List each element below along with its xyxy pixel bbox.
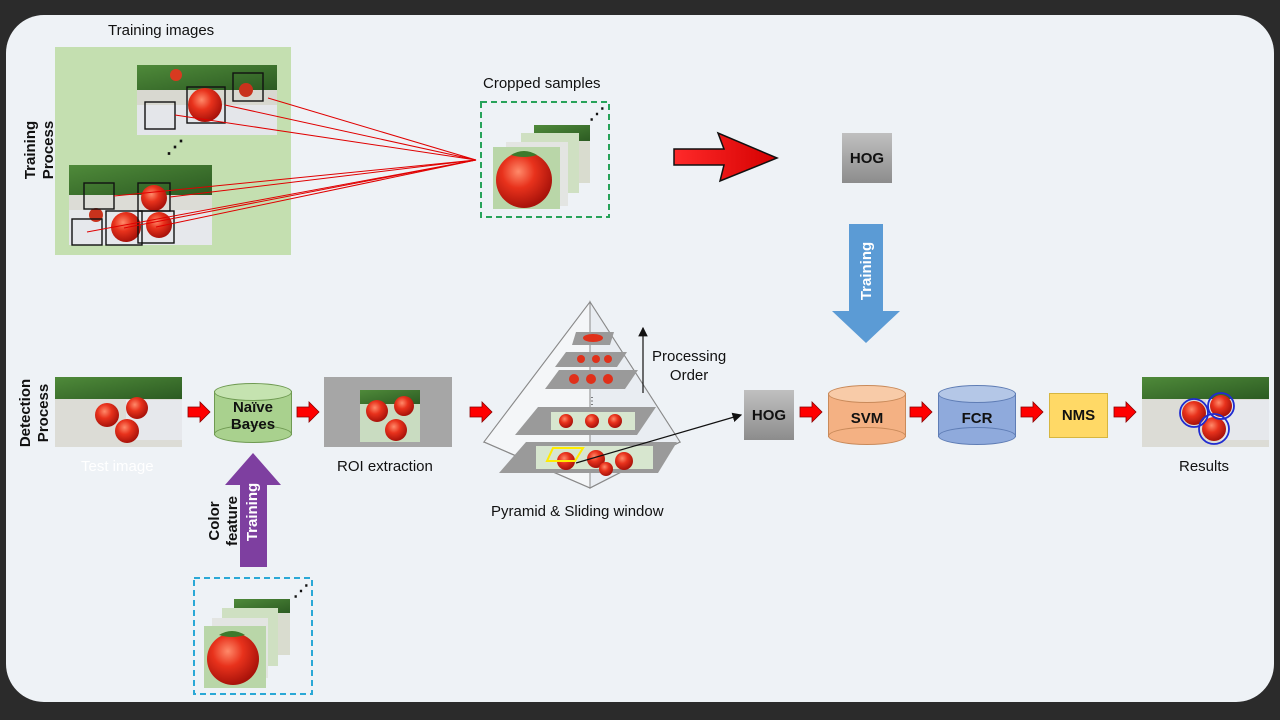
color-samples-box <box>193 577 313 695</box>
training-photo-1 <box>137 65 277 135</box>
fcr-cylinder: FCR <box>938 385 1016 445</box>
svm-cylinder: SVM <box>828 385 906 445</box>
training-process-line2: Process <box>40 120 57 180</box>
training-process-label: Training Process <box>22 105 58 195</box>
color-feature-line1: Color <box>206 501 223 541</box>
nms-box: NMS <box>1049 393 1108 438</box>
cropped-samples-label: Cropped samples <box>483 75 601 92</box>
hog-training-box: HOG <box>842 133 892 183</box>
hog-detection-box: HOG <box>744 390 794 440</box>
svm-label: SVM <box>850 409 884 427</box>
arrow-fcr-to-nms <box>1020 401 1044 423</box>
naive-bayes-cylinder: Naïve Bayes <box>214 383 292 443</box>
cropped-sample-stack <box>493 125 590 209</box>
ellipsis-training: ⋰ <box>166 137 184 157</box>
naive-bayes-label: Naïve Bayes <box>214 383 292 443</box>
test-image-label: Test image <box>81 458 154 475</box>
results-image <box>1142 377 1269 447</box>
training-up-text: Training <box>244 482 261 542</box>
arrow-svm-to-fcr <box>909 401 933 423</box>
results-label: Results <box>1179 458 1230 475</box>
detection-process-line1: Detection <box>17 378 34 448</box>
processing-order-line1: Processing <box>652 348 727 365</box>
processing-order-line2: Order <box>669 367 709 384</box>
naive-bayes-line2: Bayes <box>230 416 276 433</box>
test-image-photo <box>55 377 182 447</box>
color-sample-stack <box>204 599 290 688</box>
arrow-test-to-nb <box>187 401 211 423</box>
training-down-text: Training <box>858 241 875 301</box>
training-photo-2 <box>69 165 212 246</box>
arrow-nms-to-results <box>1113 401 1137 423</box>
processing-order-label: Processing Order <box>652 347 726 385</box>
naive-bayes-line1: Naïve <box>232 399 273 416</box>
roi-extraction-label: ROI extraction <box>337 458 433 475</box>
training-process-line1: Training <box>22 120 39 180</box>
detection-process-label: Detection Process <box>17 368 53 458</box>
arrow-roi-to-pyramid <box>469 401 493 423</box>
arrow-hog-to-svm <box>799 401 823 423</box>
cropped-samples-box <box>480 101 610 218</box>
arrow-nb-to-roi <box>296 401 320 423</box>
diagram-canvas: ⋰ <box>6 15 1274 702</box>
fcr-label: FCR <box>961 409 993 427</box>
ellipsis-color: ⋰ <box>293 583 309 600</box>
sample-extraction-lines <box>86 97 477 233</box>
svg-text:⋮: ⋮ <box>587 396 597 407</box>
window-to-hog-arrow <box>575 412 743 464</box>
training-down-arrow <box>832 224 900 343</box>
color-feature-line2: feature <box>224 495 241 547</box>
to-hog-arrow <box>673 131 779 183</box>
ellipsis-cropped: ⋰ <box>589 106 605 123</box>
pyramid-sliding-label: Pyramid & Sliding window <box>491 503 664 520</box>
color-feature-label: Color feature <box>206 481 242 561</box>
training-up-arrow <box>225 453 281 567</box>
detection-process-line2: Process <box>35 383 52 443</box>
training-images-label: Training images <box>108 22 215 39</box>
diagram-graphics: ⋰ <box>55 47 1269 695</box>
roi-extraction-image <box>324 377 452 447</box>
image-pyramid: ⋮ <box>482 300 682 489</box>
